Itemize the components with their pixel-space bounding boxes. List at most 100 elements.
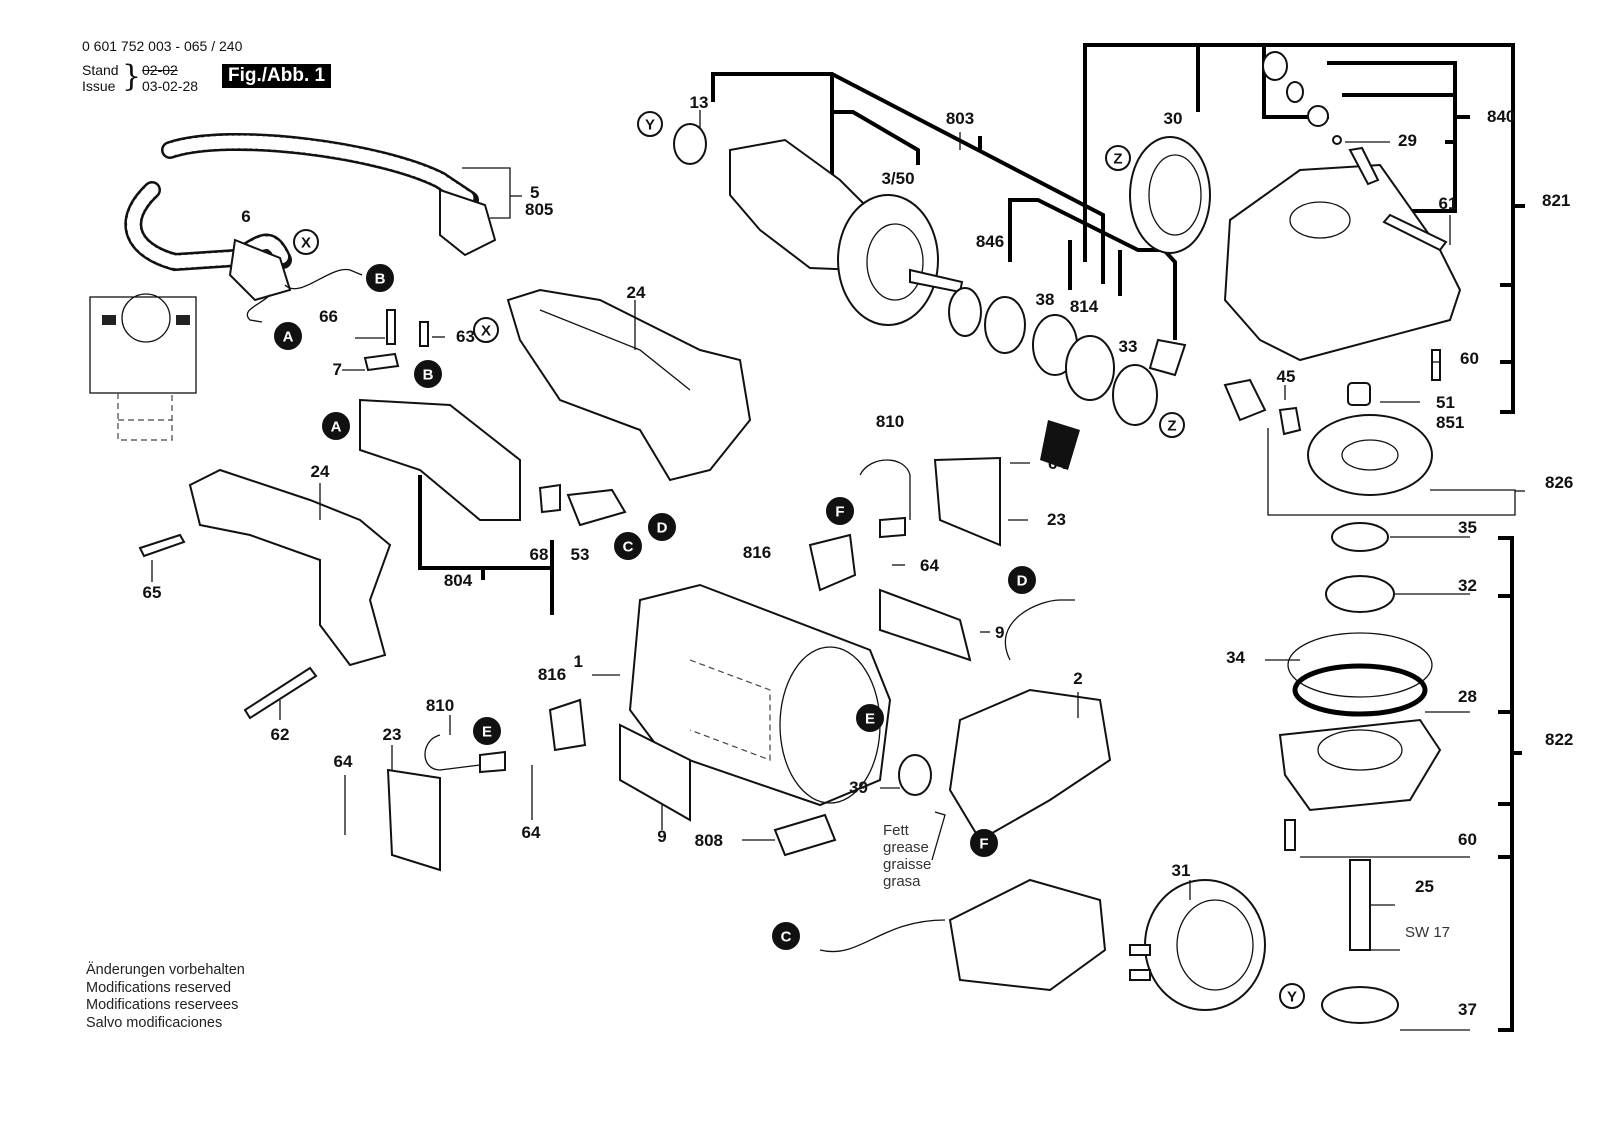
footer-line: Salvo modificaciones: [86, 1014, 223, 1031]
part-number-label: 34: [1226, 648, 1245, 667]
part-number-label: 39: [849, 778, 868, 797]
part-number-label: 810: [876, 412, 904, 431]
connection-marker-a: A: [274, 322, 302, 350]
connection-marker-d: D: [1008, 566, 1036, 594]
marker-circle: [414, 360, 442, 388]
grease-note-line: grease: [883, 839, 929, 856]
part-number-label: 808: [695, 831, 723, 850]
part-number-label: 846: [976, 232, 1004, 251]
connection-marker-b: B: [414, 360, 442, 388]
part-number-label: 1: [574, 652, 583, 671]
part-number-label: 810: [426, 696, 454, 715]
marker-circle: [614, 532, 642, 560]
marker-letter: B: [375, 271, 386, 288]
connection-marker-e: E: [856, 704, 884, 732]
part-number-label: 64: [1048, 454, 1067, 473]
part-number-label: 805: [525, 200, 553, 219]
main-handle-24: [506, 288, 752, 482]
connection-marker-f: F: [826, 497, 854, 525]
spindle-assembly: [1278, 522, 1442, 1024]
wrench-size-label: SW 17: [1405, 924, 1450, 941]
marker-circle: [1279, 983, 1305, 1009]
part-number-label: 25: [1415, 877, 1434, 896]
header-brace: }: [122, 59, 142, 94]
part-number-label: 826: [1545, 473, 1573, 492]
marker-circle: [293, 229, 319, 255]
connection-marker-z: Z: [1105, 145, 1131, 171]
connection-marker-a: A: [322, 412, 350, 440]
part-number-label: 13: [690, 93, 709, 112]
marker-letter: E: [482, 724, 492, 741]
connection-marker-d: D: [648, 513, 676, 541]
part-number-label: 24: [311, 462, 330, 481]
marker-letter: F: [835, 504, 844, 521]
marker-circle: [274, 322, 302, 350]
part-number-label: 38: [1036, 290, 1055, 309]
marker-circle: [856, 704, 884, 732]
marker-circle: [772, 922, 800, 950]
marker-letter: X: [481, 323, 491, 340]
header-issue-value: 03-02-28: [142, 78, 199, 94]
marker-circle: [1105, 145, 1131, 171]
part-number-label: 66: [319, 307, 338, 326]
connection-marker-z: Z: [1159, 412, 1185, 438]
part-number-label: 35: [1458, 518, 1477, 537]
part-number-label: 33: [1119, 337, 1138, 356]
part-number-label: 6: [241, 207, 250, 226]
part-number-label: 803: [946, 109, 974, 128]
part-number-label: 65: [143, 583, 162, 602]
figure-badge: Fig./Abb. 1: [222, 64, 332, 88]
header-part-code: 0 601 752 003 - 065 / 240: [82, 38, 243, 54]
circuit-schematic: [89, 293, 197, 441]
marker-circle: [1008, 566, 1036, 594]
marker-circle: [970, 829, 998, 857]
grease-note: Fett grease graisse grasa: [883, 811, 946, 890]
gear-housing: [1129, 51, 1462, 496]
part-number-label: 37: [1458, 1000, 1477, 1019]
connection-marker-e: E: [473, 717, 501, 745]
part-number-label: 53: [571, 545, 590, 564]
side-handle-24: [138, 468, 392, 720]
part-number-label: 32: [1458, 576, 1477, 595]
marker-circle: [473, 717, 501, 745]
part-number-label: 64: [522, 823, 541, 842]
part-number-label: 31: [1172, 861, 1191, 880]
part-number-label: 821: [1542, 191, 1570, 210]
marker-letter: A: [283, 329, 294, 346]
armature-3-50: [673, 123, 964, 326]
part-number-label: 7: [333, 360, 342, 379]
part-number-label: 60: [1460, 349, 1479, 368]
brush-holders: [386, 456, 1001, 872]
part-number-label: 816: [538, 665, 566, 684]
leader-lines: [151, 110, 1470, 1031]
marker-letter: Y: [1287, 989, 1297, 1006]
part-number-label: 60: [1458, 830, 1477, 849]
marker-letter: Z: [1113, 151, 1122, 168]
marker-circle: [637, 111, 663, 137]
marker-circle: [473, 317, 499, 343]
part-number-label: 816: [743, 543, 771, 562]
connection-marker-y: Y: [637, 111, 663, 137]
motor-housing: [619, 583, 972, 857]
field-coils-2: [819, 599, 1112, 992]
part-number-label: 45: [1277, 367, 1296, 386]
part-number-label: 5: [530, 183, 539, 202]
power-cord: [124, 132, 497, 323]
part-number-label: 3/50: [881, 169, 914, 188]
part-number-label: 23: [383, 725, 402, 744]
connection-marker-x: X: [293, 229, 319, 255]
grease-note-line: grasa: [883, 873, 921, 890]
marker-letter: Z: [1167, 418, 1176, 435]
connection-marker-x: X: [473, 317, 499, 343]
part-number-label: 64: [920, 556, 939, 575]
header-stand-label: Stand: [82, 62, 119, 78]
marker-letter: A: [331, 419, 342, 436]
marker-letter: X: [301, 235, 311, 252]
grease-note-line: Fett: [883, 822, 910, 839]
part-number-label: 51: [1436, 393, 1455, 412]
header-stand-value: 02-02: [142, 62, 178, 78]
marker-letter: E: [865, 711, 875, 728]
